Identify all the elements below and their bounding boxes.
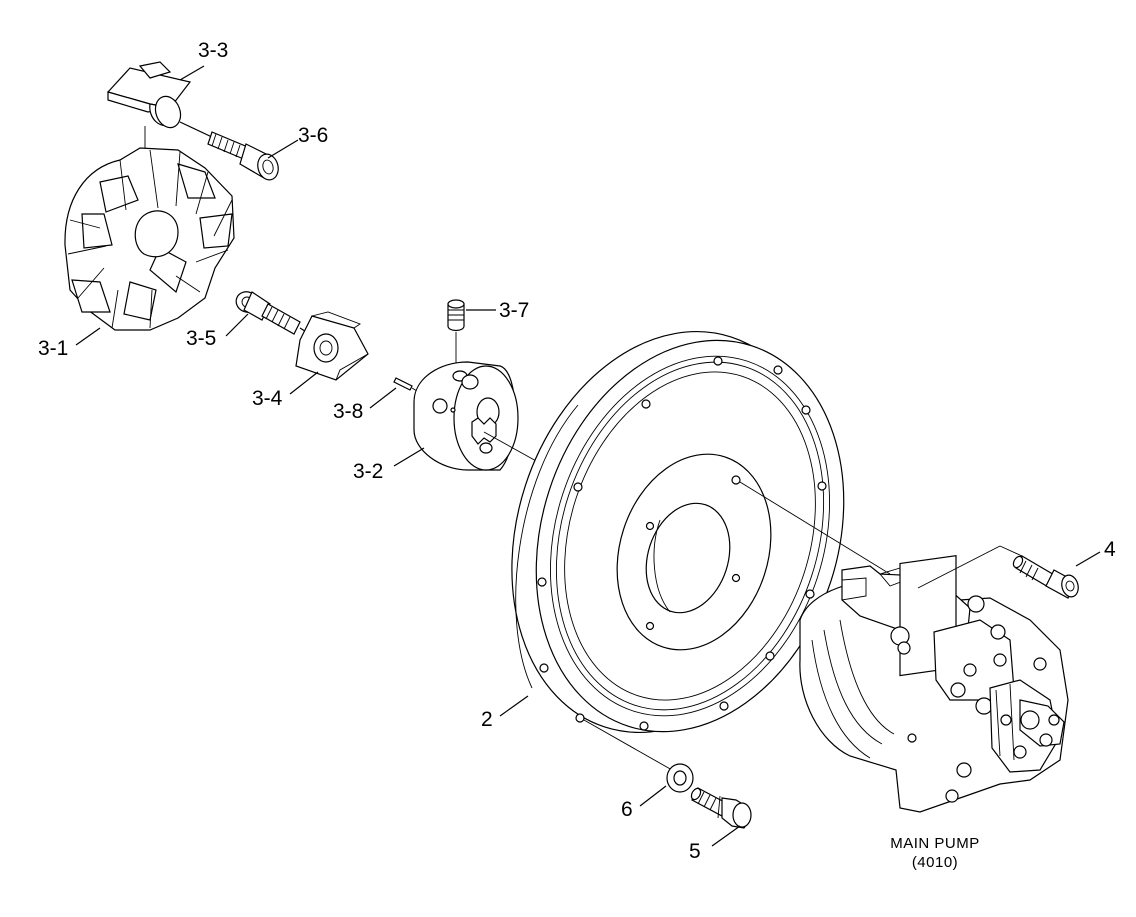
caption-part-number: (4010): [912, 854, 958, 871]
label-3-8: 3-8: [333, 400, 363, 423]
label-3-1: 3-1: [38, 337, 68, 360]
part-3-6-bolt: [179, 121, 279, 181]
label-3-4: 3-4: [252, 387, 283, 410]
part-5-bolt: [690, 787, 752, 829]
part-3-2-hub: [413, 361, 519, 471]
pump-ports: [890, 595, 1047, 803]
part-4-bolt: [1012, 555, 1079, 599]
caption-main-pump: MAIN PUMP: [890, 835, 980, 852]
part-2-flywheel-housing: [511, 330, 845, 734]
flange-bolt-holes: [537, 356, 827, 731]
label-3-3: 3-3: [198, 39, 228, 62]
label-2: 2: [481, 708, 493, 731]
part-3-7-set-screw: [447, 299, 465, 372]
part-6-washer: [666, 763, 694, 793]
part-labels: 3-3 3-6 3-1 3-5 3-4 3-7 3-8 3-2 4 2 6 5 …: [38, 39, 1116, 871]
part-3-4-clamp: [295, 311, 369, 381]
label-3-6: 3-6: [298, 124, 328, 147]
label-4: 4: [1104, 538, 1116, 561]
part-3-1-coupling-element: [64, 147, 235, 331]
main-pump: [799, 554, 1069, 813]
label-3-2: 3-2: [353, 460, 383, 483]
part-3-3-clamp: [106, 61, 192, 156]
label-5: 5: [689, 840, 701, 863]
part-3-5-bolt: [235, 291, 317, 339]
label-6: 6: [621, 798, 633, 821]
label-3-7: 3-7: [499, 299, 529, 322]
label-3-5: 3-5: [186, 327, 216, 350]
leader-lines: [75, 65, 1101, 847]
